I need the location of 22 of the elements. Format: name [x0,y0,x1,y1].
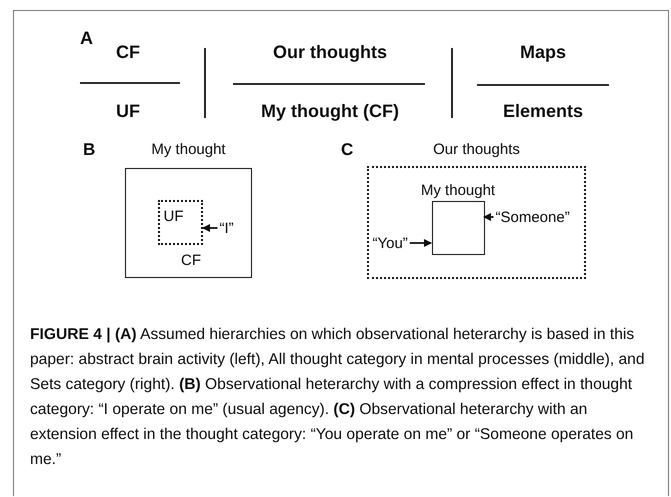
denominator-label: Elements [502,101,584,122]
numerator-label: Maps [520,42,566,63]
quote-label: “Someone” [496,208,570,226]
numerator-label: Our thoughts [273,42,387,63]
box-heading: My thought [420,182,496,198]
quote-label: “You” [372,234,408,252]
denominator-label: UF [116,101,140,122]
numerator-label: CF [116,42,140,63]
arrow [483,213,494,221]
figure-caption: FIGURE 4 | (A) Assumed hierarchies on which observational heterarchy is based in this paper: abstract brain activity (left), All thought category in mental processes (middle), and Sets category (right). (B) Observational heterarchy with a compression effect in thought category: “I operate on me” (usual agency). (C) Observational heterarchy with an extension effect in the thought category: “You operate on me” or “Someone operates on me.” [30,325,646,470]
box-heading: My thought [151,141,226,158]
panel-letter: B [83,140,96,160]
panel-letter: C [341,140,354,160]
panel-letter: A [80,28,93,49]
box-heading: Our thoughts [433,141,520,158]
arrow [410,239,432,247]
denominator-label: My thought (CF) [261,101,399,122]
box-label: CF [181,252,201,269]
quote-label: “I” [220,220,234,236]
box-label: UF [164,208,184,224]
arrow [202,224,218,232]
dashed-box [158,200,202,244]
